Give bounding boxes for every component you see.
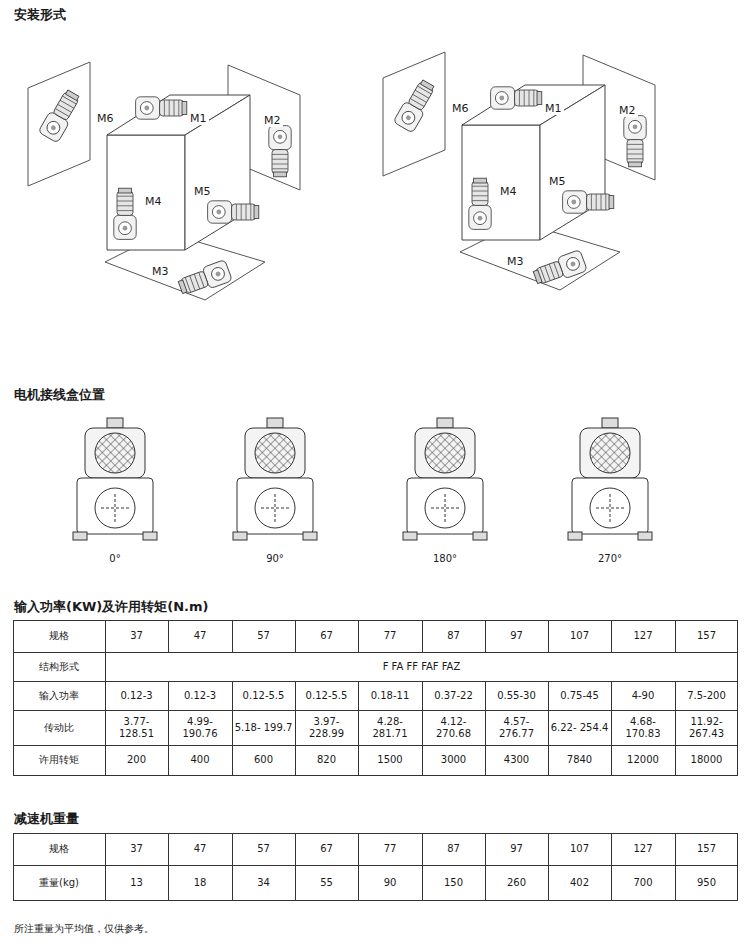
mount-label: M2 bbox=[617, 104, 638, 117]
table-cell: 47 bbox=[169, 621, 231, 651]
mount-label: M4 bbox=[498, 185, 519, 198]
table-cell: 200 bbox=[106, 746, 167, 774]
table-cell: 950 bbox=[676, 866, 737, 899]
table-cell: 5.18- 199.7 bbox=[233, 711, 294, 744]
table-cell: 127 bbox=[612, 621, 674, 651]
table-cell: 97 bbox=[486, 621, 547, 651]
table-cell: 4.68- 170.83 bbox=[612, 711, 674, 744]
mount-label: M3 bbox=[150, 265, 171, 278]
mount-label: M5 bbox=[192, 185, 213, 198]
table-cell: 402 bbox=[549, 866, 610, 899]
table-cell: 0.37-22 bbox=[423, 682, 484, 709]
table-cell: 90 bbox=[359, 866, 421, 899]
table-cell: 0.75-45 bbox=[549, 682, 610, 709]
table-cell: 18 bbox=[169, 866, 231, 899]
table-cell: 150 bbox=[423, 866, 484, 899]
angle-label: 180° bbox=[415, 553, 475, 564]
table-cell: 97 bbox=[486, 834, 547, 864]
section-heading: 电机接线盒位置 bbox=[14, 386, 105, 404]
table-cell: 87 bbox=[423, 621, 484, 651]
table-cell: 1500 bbox=[359, 746, 421, 774]
mount-label: M1 bbox=[543, 102, 564, 115]
table-cell: 6.22- 254.4 bbox=[549, 711, 610, 744]
table-cell: 820 bbox=[296, 746, 357, 774]
angle-label: 90° bbox=[245, 553, 305, 564]
table-cell: 7.5-200 bbox=[676, 682, 737, 709]
table-cell: 400 bbox=[169, 746, 231, 774]
table-cell: 37 bbox=[106, 621, 167, 651]
mount-label: M1 bbox=[188, 112, 209, 125]
row-header: 输入功率 bbox=[14, 682, 104, 709]
table-cell: 77 bbox=[359, 621, 421, 651]
table-cell: 4.57- 276.77 bbox=[486, 711, 547, 744]
table-cell: 107 bbox=[549, 834, 610, 864]
section-heading: 减速机重量 bbox=[14, 810, 79, 828]
mount-label: M6 bbox=[450, 102, 471, 115]
angle-label: 270° bbox=[580, 553, 640, 564]
table-cell: 127 bbox=[612, 834, 674, 864]
section-heading: 输入功率(KW)及许用转矩(N.m) bbox=[14, 598, 209, 616]
table-cell: 3.77- 128.51 bbox=[106, 711, 167, 744]
table-cell: 4.12- 270.68 bbox=[423, 711, 484, 744]
table-cell: 67 bbox=[296, 621, 357, 651]
row-header: 结构形式 bbox=[14, 653, 104, 680]
table-cell: 57 bbox=[233, 621, 294, 651]
table-cell: 3.97- 228.99 bbox=[296, 711, 357, 744]
mount-label: M6 bbox=[95, 112, 116, 125]
table-cell: 4.28- 281.71 bbox=[359, 711, 421, 744]
table-cell: 13 bbox=[106, 866, 167, 899]
table-cell: 0.12-5.5 bbox=[296, 682, 357, 709]
table-cell: 7840 bbox=[549, 746, 610, 774]
table-cell: 3000 bbox=[423, 746, 484, 774]
mount-label: M5 bbox=[547, 175, 568, 188]
table-cell: 0.12-5.5 bbox=[233, 682, 294, 709]
table-cell: 12000 bbox=[612, 746, 674, 774]
mount-label: M2 bbox=[262, 114, 283, 127]
table-cell: 700 bbox=[612, 866, 674, 899]
table-cell: 4-90 bbox=[612, 682, 674, 709]
row-header: 规格 bbox=[14, 621, 104, 651]
table-cell: 11.92- 267.43 bbox=[676, 711, 737, 744]
table-cell: 107 bbox=[549, 621, 610, 651]
table-cell: 67 bbox=[296, 834, 357, 864]
table-cell: 37 bbox=[106, 834, 167, 864]
table-cell: 34 bbox=[233, 866, 294, 899]
angle-label: 0° bbox=[85, 553, 145, 564]
row-header: 重量(kg) bbox=[14, 866, 104, 899]
table-cell: 157 bbox=[676, 834, 737, 864]
table-cell: 4300 bbox=[486, 746, 547, 774]
table-cell: 4.99- 190.76 bbox=[169, 711, 231, 744]
table-cell: 0.12-3 bbox=[169, 682, 231, 709]
table-cell: 157 bbox=[676, 621, 737, 651]
mount-label: M3 bbox=[505, 255, 526, 268]
section-heading: 安装形式 bbox=[14, 6, 66, 24]
table-cell: 57 bbox=[233, 834, 294, 864]
table-cell: 0.55-30 bbox=[486, 682, 547, 709]
table-cell: 0.18-11 bbox=[359, 682, 421, 709]
table-cell: 0.12-3 bbox=[106, 682, 167, 709]
table-cell: 600 bbox=[233, 746, 294, 774]
table-cell: 87 bbox=[423, 834, 484, 864]
row-header: 传动比 bbox=[14, 711, 104, 744]
mount-label: M4 bbox=[143, 195, 164, 208]
table-cell: 260 bbox=[486, 866, 547, 899]
footnote: 所注重量为平均值，仅供参考。 bbox=[14, 922, 154, 936]
table-cell: 47 bbox=[169, 834, 231, 864]
table-cell: 18000 bbox=[676, 746, 737, 774]
table-cell: F FA FF FAF FAZ bbox=[106, 653, 737, 680]
row-header: 规格 bbox=[14, 834, 104, 864]
table-cell: 55 bbox=[296, 866, 357, 899]
table-cell: 77 bbox=[359, 834, 421, 864]
row-header: 许用转矩 bbox=[14, 746, 104, 774]
